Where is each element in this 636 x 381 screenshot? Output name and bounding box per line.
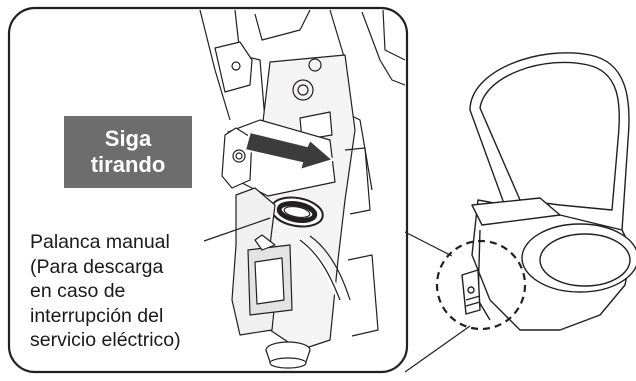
pull-instruction-badge: Siga tirando [64, 116, 192, 188]
callout-line-4: interrupción del [30, 304, 164, 327]
callout-line-2: (Para descarga [30, 255, 164, 278]
pull-direction-arrow-icon [243, 130, 336, 172]
callout-line-3: en caso de [30, 280, 126, 302]
callout-line-5: servicio eléctrico) [30, 329, 181, 351]
callout-line-1: Palanca manual [30, 231, 170, 253]
toilet-illustration-icon [461, 52, 636, 331]
badge-line-2: tirando [90, 152, 166, 177]
zoom-connector-lines [404, 231, 471, 373]
highlight-dashed-circle [435, 239, 527, 331]
callout-leader-line [203, 217, 271, 242]
manual-lever-callout: Palanca manual (Para descarga en caso de… [30, 230, 184, 353]
badge-line-1: Siga [104, 126, 152, 151]
